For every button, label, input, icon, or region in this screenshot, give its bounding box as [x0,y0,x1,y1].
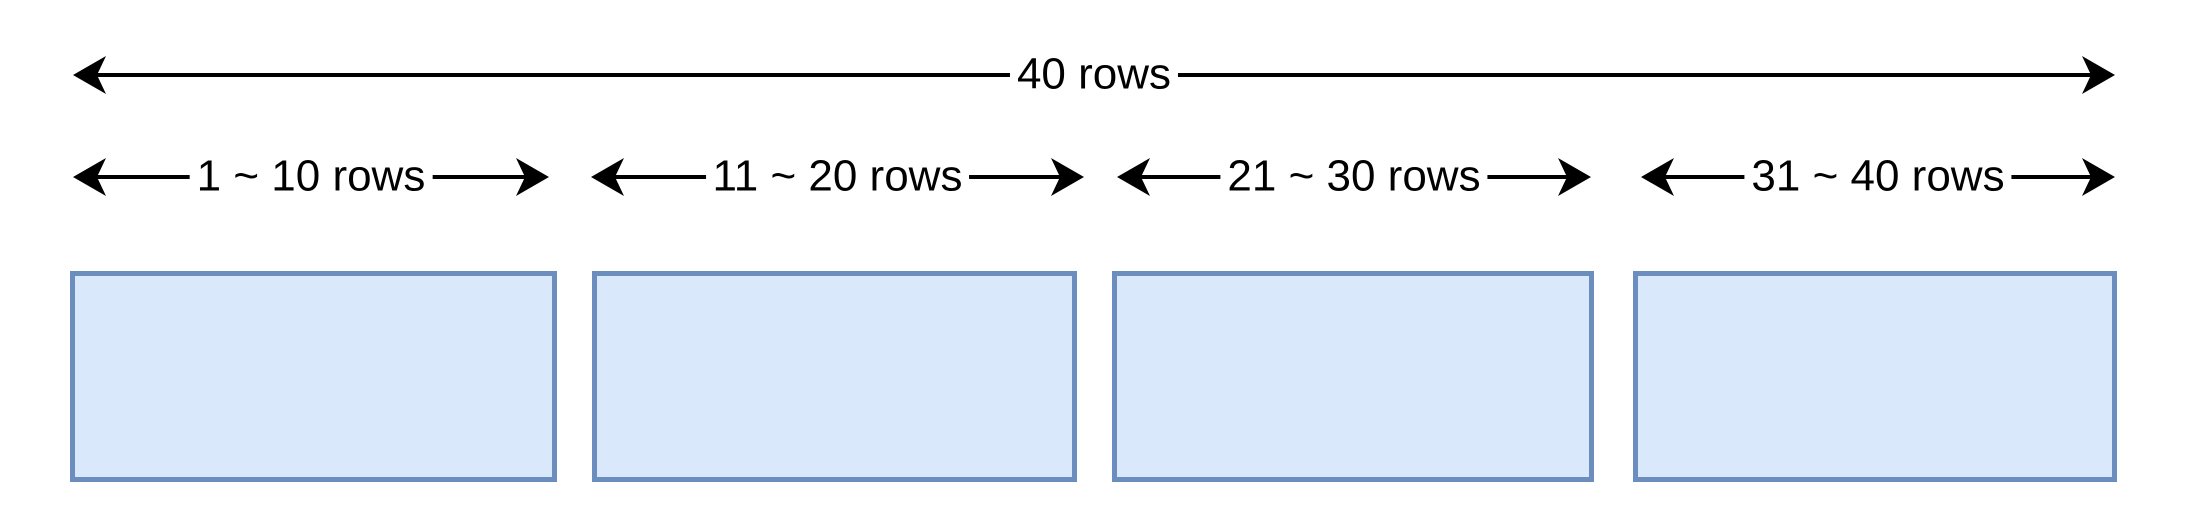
row-group-box-1 [70,271,557,482]
arrowhead-right-icon [1050,157,1084,197]
total-rows-label: 40 rows [1009,49,1179,101]
arrowhead-right-icon [1557,157,1591,197]
segment-label-1-10: 1 ~ 10 rows [189,151,433,203]
segment-arrow-31-40: 31 ~ 40 rows [1641,147,2115,207]
row-group-box-2 [592,271,1077,482]
segment-arrow-21-30: 21 ~ 30 rows [1117,147,1591,207]
segment-label-31-40: 31 ~ 40 rows [1744,151,2012,203]
segment-arrow-1-10: 1 ~ 10 rows [73,147,549,207]
arrowhead-right-icon [2081,157,2115,197]
row-group-box-3 [1112,271,1594,482]
row-group-box-4 [1633,271,2117,482]
arrowhead-right-icon [515,157,549,197]
segment-label-11-20: 11 ~ 20 rows [705,151,970,203]
segment-arrow-11-20: 11 ~ 20 rows [591,147,1084,207]
arrowhead-right-icon [2081,55,2115,95]
segment-label-21-30: 21 ~ 30 rows [1220,151,1488,203]
total-rows-arrow: 40 rows [73,45,2115,105]
